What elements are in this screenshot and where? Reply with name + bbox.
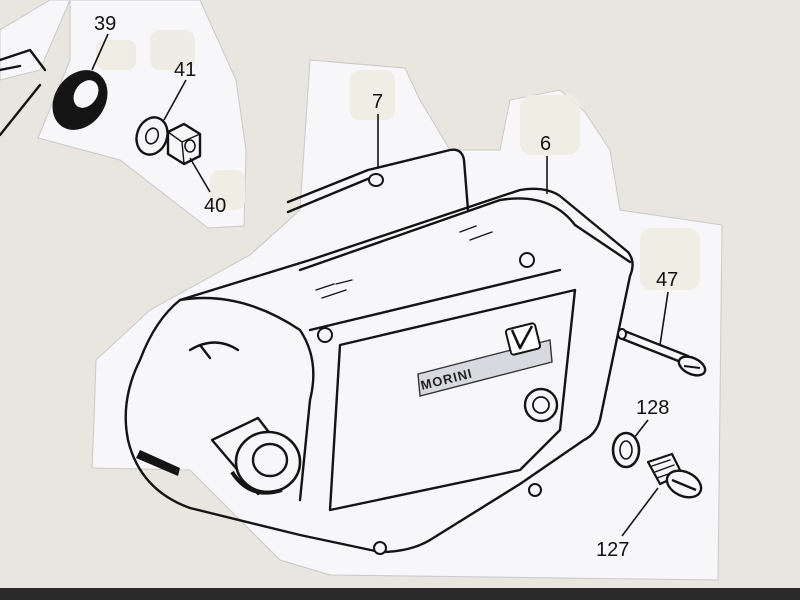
tape-patch xyxy=(210,170,245,210)
cover-bolt-hole xyxy=(317,327,333,343)
sealing-washer-icon xyxy=(611,431,641,469)
side-cover-icon: MORINI xyxy=(124,187,634,555)
cover-left-lobe xyxy=(178,296,315,502)
bottom-shadow-strip xyxy=(0,588,800,600)
oil-seal-icon xyxy=(52,70,108,130)
tape-patch xyxy=(150,30,195,70)
cover-bolt-hole xyxy=(519,252,535,268)
callout-40: 40 xyxy=(204,195,226,217)
gasket-icon xyxy=(286,148,470,214)
cover-bolt-hole xyxy=(373,541,387,555)
leader-128 xyxy=(633,419,649,439)
cover-filler-boss xyxy=(523,387,559,423)
cover-right-edge xyxy=(573,223,632,264)
callout-41: 41 xyxy=(174,59,196,81)
cover-face-divider xyxy=(308,268,562,332)
callout-128: 128 xyxy=(636,397,669,419)
callout-7: 7 xyxy=(372,91,383,113)
cover-outline xyxy=(124,187,634,554)
tape-patch xyxy=(520,95,580,155)
cover-bolt-hole xyxy=(528,483,542,497)
leader-41 xyxy=(163,79,187,121)
leader-39 xyxy=(91,33,109,71)
leader-127 xyxy=(621,487,659,537)
callout-127: 127 xyxy=(596,539,629,561)
callout-39: 39 xyxy=(94,13,116,35)
tape-patches xyxy=(96,30,700,290)
washer-icon xyxy=(135,116,169,156)
long-bolt-icon xyxy=(617,328,707,377)
gasket-bolt-hole xyxy=(368,173,384,187)
brand-logo-mark xyxy=(510,325,534,350)
cover-left-curve xyxy=(188,341,240,360)
cover-front-face xyxy=(328,288,577,512)
fragment-linework xyxy=(0,48,47,72)
paper-fragment-left xyxy=(0,0,71,81)
tape-patch xyxy=(96,40,136,70)
brand-logo-icon xyxy=(504,322,542,356)
cover-shadow-hatching xyxy=(136,450,180,476)
cover-shaft-boss xyxy=(210,416,302,496)
callout-47: 47 xyxy=(656,269,678,291)
fragment-edge-line xyxy=(0,83,42,137)
cover-top-ridge xyxy=(298,197,577,272)
callout-6: 6 xyxy=(540,133,551,155)
tape-patch xyxy=(350,70,395,120)
drain-plug-icon xyxy=(646,452,703,499)
hex-nut-icon xyxy=(166,122,202,166)
leader-47 xyxy=(659,291,669,346)
cover-vent-ticks xyxy=(315,225,493,299)
leader-40 xyxy=(189,157,211,193)
tape-patch xyxy=(640,228,700,290)
